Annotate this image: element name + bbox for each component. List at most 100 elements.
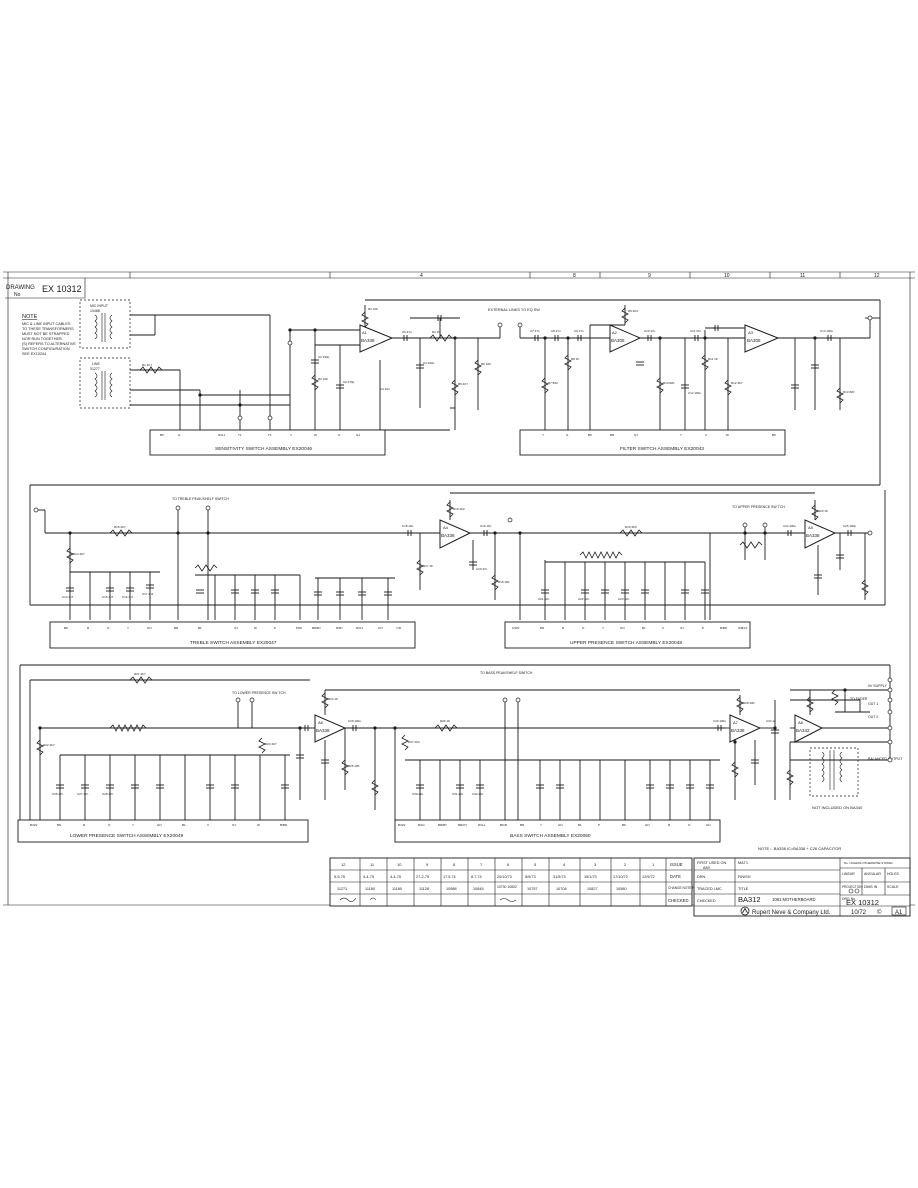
assembly-label: SENSITIVITY SWITCH ASSEMBLY EX20046: [215, 446, 312, 452]
component-label: R28 10K: [743, 701, 755, 705]
drawing-frame: 8 9 10 11 12 4: [3, 271, 915, 906]
note-line: TO THESE TRANSFORMERS: [22, 327, 74, 331]
svg-text:GN: GN: [147, 626, 152, 630]
rev-col-number: 3: [594, 862, 597, 867]
component-label: C14 4n7: [62, 595, 74, 599]
svg-text:T1: T1: [238, 433, 242, 437]
transformer-label: LINE: [92, 362, 100, 366]
component-label: R4 1K: [432, 330, 440, 334]
svg-text:GN: GN: [645, 823, 650, 827]
out-1-label: OUT 1: [868, 702, 878, 706]
note-line: (S) REFERS TO ALTERNATIVE: [22, 342, 76, 346]
copyright-symbol: ©: [877, 909, 882, 916]
component-label: C17 2n2: [142, 592, 154, 596]
to-lower-label: TO LOWER PRESENCE SW TCH: [232, 691, 286, 695]
component-label: C4 10n: [380, 387, 390, 391]
svg-text:GY: GY: [680, 626, 684, 630]
component-label: C27 47n: [77, 792, 89, 796]
projection-label: PROJECTION: [842, 885, 863, 889]
assembly-label: BASS SWITCH ASSEMBLY EX20050: [510, 833, 591, 839]
component-label: C2 470p: [343, 380, 355, 384]
transformer-label: MIC INPUT: [90, 304, 109, 308]
svg-text:GY: GY: [634, 433, 638, 437]
svg-text:GN: GN: [558, 823, 563, 827]
component-label: C16 4n7: [122, 595, 134, 599]
svg-text:T1: T1: [268, 433, 272, 437]
col-number: 10: [724, 273, 730, 279]
rev-date: 15/1/73: [584, 875, 597, 879]
drawing-number-value: EX 10312: [42, 284, 82, 294]
rev-date: 8.7.74: [471, 875, 482, 879]
output-transformer: NOT INCLUDED ON BA340 BALANCED OUTPUT: [809, 747, 903, 810]
balanced-output-label: BALANCED OUTPUT: [868, 757, 903, 761]
treble-switch-assembly: TREBLE SWITCH ASSEMBLY EX20047 BK R O Y …: [49, 621, 416, 649]
sensitivity-switch-assembly: SENSITIVITY SWITCH ASSEMBLY EX20046 BK G…: [149, 429, 386, 456]
component-label: R13 820: [843, 390, 855, 394]
drawing-label: DRAWING: [6, 285, 35, 291]
first-used-on-label: FIRST USED ON: [697, 861, 727, 865]
row3-resistors: [36, 676, 839, 796]
finish-label: FINISH: [738, 875, 751, 879]
holes-label: HOLES: [887, 872, 900, 876]
rev-note: 11128: [419, 887, 429, 891]
svg-text:Y: Y: [290, 433, 292, 437]
external-links-label: EXTERNAL LINKS TO EQ SW: [488, 308, 540, 312]
amp-a5: A5 BA338: [804, 519, 837, 549]
component-label: R24 1K: [328, 697, 338, 701]
company-name: Rupert Neve & Company Ltd.: [752, 910, 831, 916]
svg-text:P: P: [598, 823, 600, 827]
company-logo-icon: [740, 906, 750, 916]
component-label: C22 22n: [578, 597, 590, 601]
rev-note: 10988: [446, 887, 457, 891]
component-label: C19 10n: [480, 524, 492, 528]
rev-date: 27-2-75: [416, 875, 429, 879]
amp-type: BA305: [611, 338, 625, 343]
svg-text:V: V: [207, 823, 209, 827]
rev-date: 31/5/73: [553, 875, 566, 879]
svg-text:Y: Y: [540, 823, 542, 827]
rev-date: 4-4-75: [390, 875, 401, 879]
drawing-no-label: No: [14, 292, 21, 298]
svg-text:BR/BY: BR/BY: [438, 823, 447, 827]
rev-col-number: 7: [480, 862, 483, 867]
svg-text:BR: BR: [174, 626, 179, 630]
rev-note: 11180: [365, 887, 375, 891]
tolerance-note: No. UNLESS OTHERWISE STATED: [844, 861, 894, 865]
col-number: 8: [573, 273, 576, 279]
svg-text:GN: GN: [706, 823, 711, 827]
matl-label: MAT'L: [738, 861, 749, 865]
amp-ref: A4: [443, 525, 449, 530]
rev-note: 10757: [527, 887, 538, 891]
component-label: C15 4n7: [102, 595, 114, 599]
dims-in-label: DIMS IN: [864, 885, 878, 889]
svg-text:BK: BK: [588, 433, 592, 437]
svg-text:P: P: [702, 626, 704, 630]
rev-date: 17.5.74: [443, 875, 456, 879]
component-label: R7 820: [548, 381, 558, 385]
component-label: R26 1K: [440, 719, 450, 723]
rev-note: 10827: [587, 887, 598, 891]
svg-text:K/GN: K/GN: [512, 626, 519, 630]
title-label: TITLE: [738, 887, 749, 891]
transformer-line: LINE 31277: [79, 357, 131, 409]
svg-text:GN: GN: [157, 823, 162, 827]
component-label: R9 2K2: [628, 309, 638, 313]
assembly-label: TREBLE SWITCH ASSEMBLY EX20047: [190, 640, 277, 646]
svg-text:GN: GN: [620, 626, 625, 630]
note-title: NOTE: [22, 314, 38, 320]
rev-col-number: 11: [370, 862, 375, 867]
svg-text:R/G1: R/G1: [218, 433, 225, 437]
rev-col-number: 4: [563, 862, 566, 867]
assembly-label: LOWER PRESENCE SWITCH ASSEMBLY EX20049: [70, 833, 183, 839]
row3-capacitors: [56, 725, 779, 789]
component-label: R2 10K: [318, 377, 328, 381]
component-label: C13 100u: [820, 329, 833, 333]
drawing-date: 10/72: [851, 910, 867, 916]
rev-header: DATE: [670, 874, 681, 879]
to-treble-label: TO TREBLE PEAK/SHELF SWITCH: [172, 497, 229, 501]
svg-text:W: W: [257, 823, 260, 827]
svg-text:W: W: [726, 433, 729, 437]
svg-text:BR: BR: [520, 823, 525, 827]
component-label: C26 47n: [52, 792, 64, 796]
drawing-title: 1081 MOTHERBOARD: [772, 897, 816, 902]
